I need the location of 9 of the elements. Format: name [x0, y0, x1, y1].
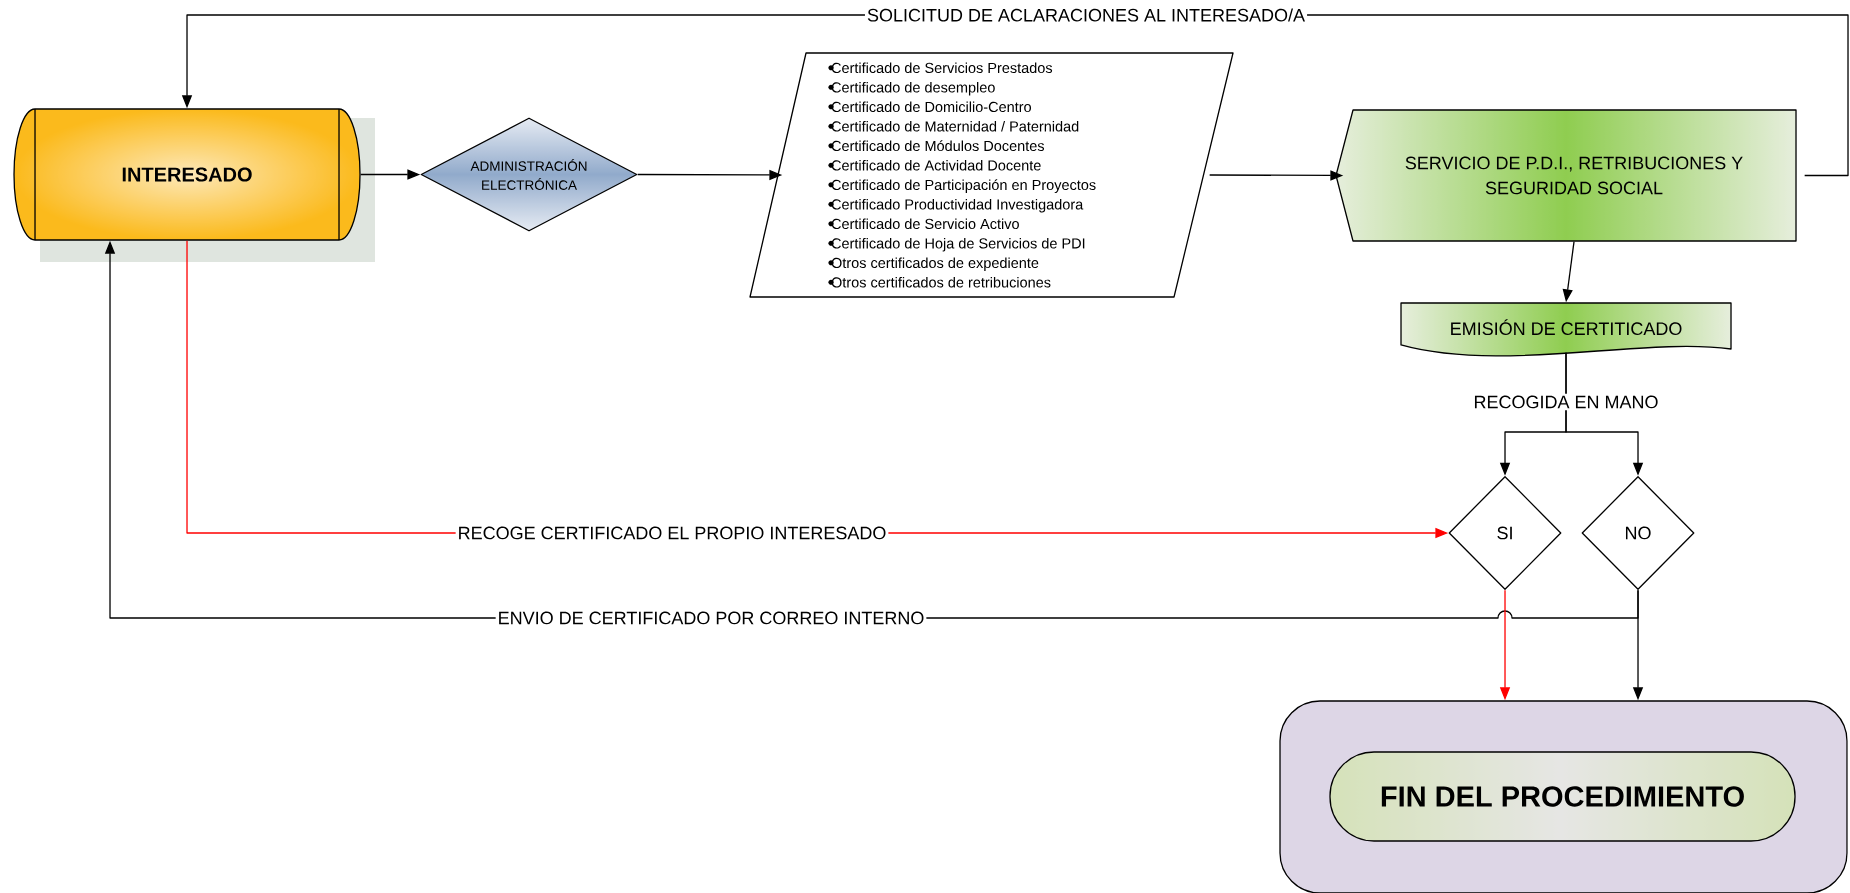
process-box: SERVICIO DE P.D.I., RETRIBUCIONES Y SEGURIDAD SOCIAL	[1335, 109, 1797, 242]
edge-label: SOLICITUD DE ACLARACIONES AL INTERESADO/A	[864, 6, 1308, 24]
document-box: EMISIÓN DE CERTITICADO	[1400, 302, 1732, 357]
edge-label: ENVIO DE CERTIFICADO POR CORREO INTERNO	[495, 609, 927, 627]
document-list: Certificado de Servicios Prestados Certificado de desempleo Certificado de Domicilio-Centro Certificado de Maternidad / Paternidad Certificado de Módulos Docentes Certificado de Actividad Docente Certificado de Participación en Proyectos Certificado Productividad Investigadora Certificado de Servicio Activo Certificado de Hoja de Servicios de PDI Otros certificados de expediente Otros certificados de retribuciones	[749, 52, 1234, 298]
end-pill: FIN DEL PROCEDIMIENTO	[1329, 751, 1796, 842]
edge-label: RECOGE CERTIFICADO EL PROPIO INTERESADO	[455, 524, 889, 542]
terminal-cylinder: INTERESADO	[13, 108, 361, 241]
edge-label: RECOGIDA EN MANO	[1471, 393, 1661, 411]
